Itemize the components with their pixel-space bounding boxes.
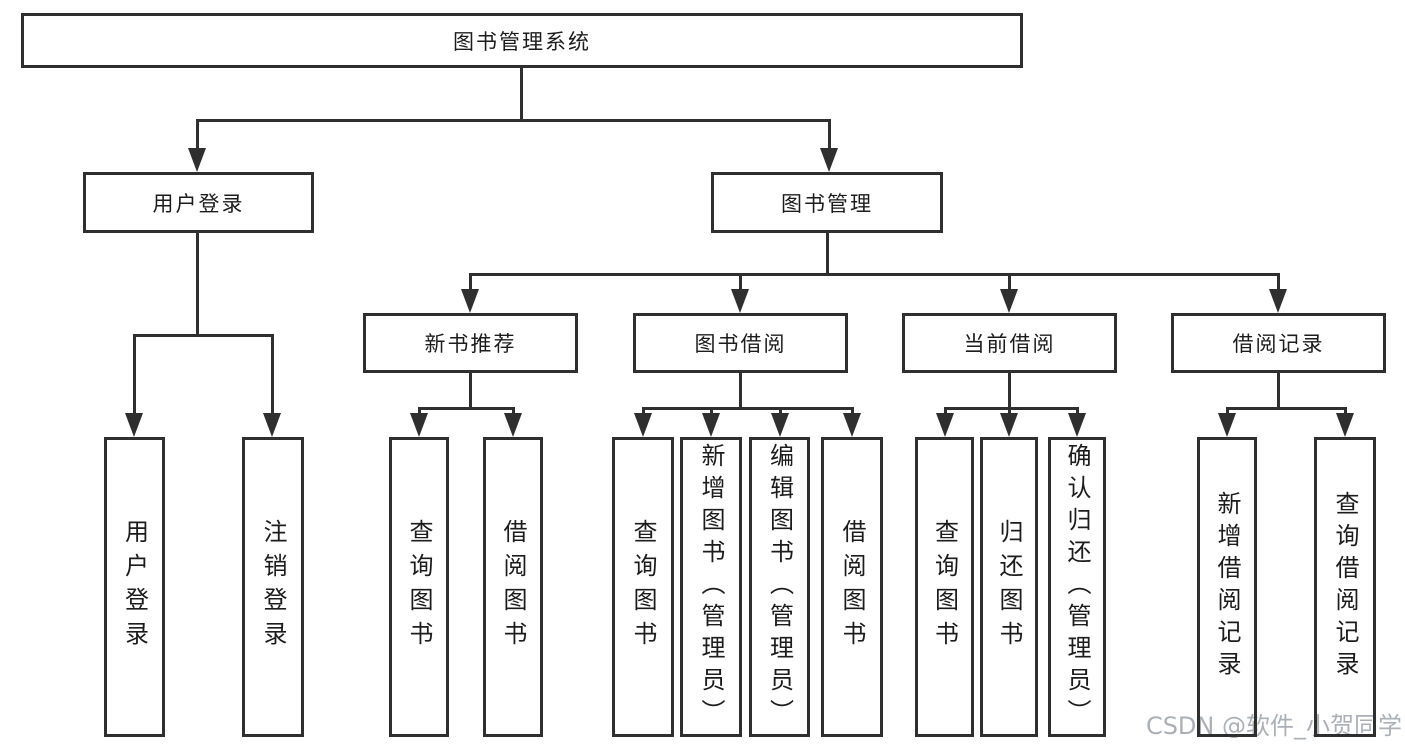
arrow-down-icon <box>1269 289 1287 313</box>
leaf-label: 新增借阅记录 <box>1213 491 1241 683</box>
connector-line <box>196 233 199 337</box>
leaf-user-login: 用户登录 <box>104 437 165 737</box>
connector-line <box>469 273 1280 276</box>
arrow-down-icon <box>1068 413 1086 437</box>
node-borrowing-records: 借阅记录 <box>1171 313 1386 373</box>
leaf-query-borrow-record: 查询借阅记录 <box>1314 437 1376 737</box>
connector-line <box>1277 273 1280 291</box>
node-new-book-recommend: 新书推荐 <box>363 313 578 373</box>
node-book-borrowing: 图书借阅 <box>633 313 848 373</box>
leaf-label: 用户登录 <box>120 519 149 655</box>
connector-line <box>133 334 136 415</box>
connector-line <box>826 233 829 276</box>
arrow-down-icon <box>1218 413 1236 437</box>
leaf-query-books-recommend: 查询图书 <box>389 437 449 737</box>
connector-line <box>739 373 742 410</box>
connector-line <box>196 119 831 122</box>
connector-line <box>779 407 782 417</box>
connector-line <box>520 66 523 122</box>
connector-line <box>944 407 947 417</box>
node-label: 借阅记录 <box>1232 332 1325 356</box>
arrow-down-icon <box>702 413 720 437</box>
leaf-logout: 注销登录 <box>242 437 304 737</box>
connector-line <box>418 407 515 410</box>
node-book-management: 图书管理 <box>711 172 943 233</box>
connector-line <box>1076 407 1079 417</box>
connector-line <box>1226 407 1346 410</box>
connector-line <box>851 407 854 417</box>
node-label: 当前借阅 <box>963 332 1056 356</box>
leaf-label: 查询借阅记录 <box>1331 491 1359 683</box>
leaf-label: 新增图书（管理员） <box>697 443 725 731</box>
leaf-confirm-return-admin: 确认归还（管理员） <box>1048 437 1106 737</box>
node-label: 图书管理系统 <box>453 29 591 54</box>
arrow-down-icon <box>731 289 749 313</box>
leaf-label: 借阅图书 <box>499 519 527 655</box>
arrow-down-icon <box>634 413 652 437</box>
arrow-down-icon <box>461 289 479 313</box>
arrow-down-icon <box>263 413 281 437</box>
node-label: 用户登录 <box>152 191 245 216</box>
leaf-query-books-borrowing: 查询图书 <box>612 437 674 737</box>
connector-line <box>1008 373 1011 410</box>
node-current-borrowing: 当前借阅 <box>902 313 1117 373</box>
connector-line <box>1226 407 1229 417</box>
connector-line <box>642 407 853 410</box>
node-label: 图书管理 <box>781 191 873 216</box>
connector-line <box>1277 373 1280 410</box>
arrow-down-icon <box>843 413 861 437</box>
arrow-down-icon <box>936 413 954 437</box>
leaf-label: 编辑图书（管理员） <box>765 443 794 731</box>
leaf-label: 查询图书 <box>930 519 959 655</box>
connector-line <box>512 407 515 417</box>
leaf-edit-books-admin: 编辑图书（管理员） <box>749 437 810 737</box>
arrow-down-icon <box>188 148 206 172</box>
arrow-down-icon <box>410 413 428 437</box>
arrow-down-icon <box>125 413 143 437</box>
connector-line <box>418 407 421 417</box>
connector-line <box>739 273 742 291</box>
connector-line <box>1344 407 1347 417</box>
node-user-login: 用户登录 <box>83 172 314 233</box>
leaf-return-books: 归还图书 <box>980 437 1038 737</box>
connector-line <box>469 373 472 410</box>
arrow-down-icon <box>1000 413 1018 437</box>
connector-line <box>710 407 713 417</box>
connector-line <box>828 119 831 151</box>
arrow-down-icon <box>1336 413 1354 437</box>
node-label: 图书借阅 <box>694 332 787 356</box>
connector-line <box>271 334 274 415</box>
connector-line <box>944 407 1078 410</box>
leaf-query-books-current: 查询图书 <box>915 437 974 737</box>
connector-line <box>642 407 645 417</box>
leaf-label: 查询图书 <box>405 519 433 655</box>
connector-line <box>1008 273 1011 291</box>
leaf-add-borrow-record: 新增借阅记录 <box>1197 437 1257 737</box>
leaf-borrow-books-borrowing: 借阅图书 <box>821 437 883 737</box>
connector-line <box>133 334 274 337</box>
node-label: 新书推荐 <box>424 332 517 356</box>
arrow-down-icon <box>771 413 789 437</box>
node-root: 图书管理系统 <box>21 13 1023 68</box>
leaf-label: 确认归还（管理员） <box>1063 443 1091 731</box>
connector-line <box>196 119 199 151</box>
leaf-label: 归还图书 <box>995 519 1023 655</box>
leaf-label: 借阅图书 <box>838 519 866 655</box>
leaf-borrow-books-recommend: 借阅图书 <box>483 437 543 737</box>
leaf-label: 注销登录 <box>259 519 287 655</box>
arrow-down-icon <box>504 413 522 437</box>
arrow-down-icon <box>820 148 838 172</box>
leaf-add-books-admin: 新增图书（管理员） <box>680 437 742 737</box>
connector-line <box>469 273 472 291</box>
arrow-down-icon <box>1000 289 1018 313</box>
connector-line <box>1008 407 1011 417</box>
leaf-label: 查询图书 <box>629 519 657 655</box>
